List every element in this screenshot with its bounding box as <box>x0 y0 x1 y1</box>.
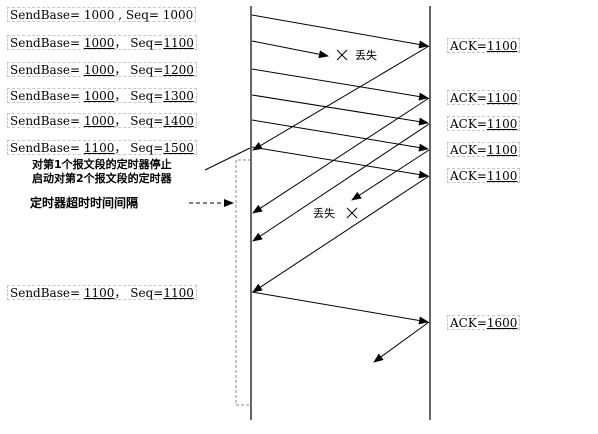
lost-label-1: 丢失 <box>355 49 377 62</box>
sendbase-value: 1100 <box>83 141 115 155</box>
seq-key: Seq= <box>130 63 164 77</box>
sender-state-3: SendBase= 1000， Seq=1200 <box>7 62 197 77</box>
timer-stop-note: 对第1个报文段的定时器停止 <box>32 158 172 171</box>
ack-arrow-6 <box>373 321 430 363</box>
sendbase-key: SendBase= <box>10 89 81 103</box>
sendbase-value: 1000 <box>83 114 115 128</box>
seq-value: 1100 <box>163 36 194 50</box>
ack-key: ACK= <box>450 91 487 105</box>
seq-key: Seq= <box>125 8 159 22</box>
ack-label-4: ACK=1100 <box>447 142 521 157</box>
lost-x-mark-1 <box>336 49 348 61</box>
segment-arrow-seq-1200 <box>251 68 429 101</box>
sendbase-key: SendBase= <box>10 63 81 77</box>
ack-value: 1600 <box>486 316 518 330</box>
seq-key: Seq= <box>130 114 164 128</box>
sender-state-5: SendBase= 1000， Seq=1400 <box>7 113 197 128</box>
separator: ， <box>114 286 127 300</box>
ack-value: 1100 <box>486 117 518 131</box>
segment-arrow-seq-1100-lost <box>251 40 329 59</box>
sendbase-value: 1000 <box>83 63 115 77</box>
ack-arrow-1 <box>252 45 430 151</box>
seq-key: Seq= <box>130 141 164 155</box>
ack-value: 1100 <box>486 143 518 157</box>
separator: , <box>114 8 123 22</box>
ack-label-5: ACK=1100 <box>447 168 521 183</box>
segment-arrow-seq-1300 <box>251 94 429 126</box>
sendbase-key: SendBase= <box>10 8 81 22</box>
separator: ， <box>114 141 127 155</box>
ack-arrow-4-lost <box>351 149 430 201</box>
ack-arrow-3 <box>252 123 430 242</box>
sender-state-1: SendBase= 1000 , Seq= 1000 <box>7 7 197 22</box>
seq-key: Seq= <box>130 36 164 50</box>
lost-label-2: 丢失 <box>313 207 335 220</box>
ack-value: 1100 <box>486 169 518 183</box>
sendbase-value: 1000 <box>83 89 115 103</box>
timer-start-note: 启动对第2个报文段的定时器 <box>32 172 172 185</box>
ack-key: ACK= <box>450 143 487 157</box>
lost-x-mark-2 <box>346 207 358 219</box>
sendbase-key: SendBase= <box>10 141 81 155</box>
sender-state-6: SendBase= 1100， Seq=1500 <box>7 140 197 155</box>
ack-key: ACK= <box>450 316 487 330</box>
sendbase-value: 1000 <box>83 36 115 50</box>
ack-key: ACK= <box>450 117 487 131</box>
sender-state-4: SendBase= 1000， Seq=1300 <box>7 88 197 103</box>
ack-label-6: ACK=1600 <box>447 315 521 330</box>
separator: ， <box>114 89 127 103</box>
note-leader-line <box>204 147 251 171</box>
sendbase-value: 1100 <box>83 286 115 300</box>
ack-value: 1100 <box>486 39 518 53</box>
ack-label-3: ACK=1100 <box>447 116 521 131</box>
sender-state-2: SendBase= 1000， Seq=1100 <box>7 35 197 50</box>
seq-value: 1400 <box>163 114 194 128</box>
seq-value: 1300 <box>163 89 194 103</box>
ack-value: 1100 <box>486 91 518 105</box>
sendbase-key: SendBase= <box>10 114 81 128</box>
ack-label-2: ACK=1100 <box>447 90 521 105</box>
ack-key: ACK= <box>450 169 487 183</box>
seq-value: 1100 <box>163 286 194 300</box>
ack-arrow-2 <box>252 97 430 214</box>
sendbase-value: 1000 <box>83 8 115 22</box>
seq-key: Seq= <box>130 89 164 103</box>
ack-key: ACK= <box>450 39 487 53</box>
seq-value: 1500 <box>163 141 194 155</box>
ack-arrow-5 <box>252 175 430 293</box>
sendbase-key: SendBase= <box>10 36 81 50</box>
separator: ， <box>114 36 127 50</box>
timer-interval-bracket <box>235 159 251 406</box>
segment-arrow-seq-1000 <box>251 14 429 49</box>
seq-value: 1000 <box>162 8 194 22</box>
timer-timeout-interval-label: 定时器超时时间间隔 <box>30 196 139 210</box>
seq-value: 1200 <box>163 63 194 77</box>
segment-arrow-seq-1500 <box>251 146 429 179</box>
separator: ， <box>114 63 127 77</box>
separator: ， <box>114 114 127 128</box>
seq-key: Seq= <box>130 286 164 300</box>
sendbase-key: SendBase= <box>10 286 81 300</box>
sender-state-7: SendBase= 1100， Seq=1100 <box>7 285 197 300</box>
segment-arrow-seq-1100-retransmit <box>251 291 429 325</box>
ack-label-1: ACK=1100 <box>447 38 521 53</box>
